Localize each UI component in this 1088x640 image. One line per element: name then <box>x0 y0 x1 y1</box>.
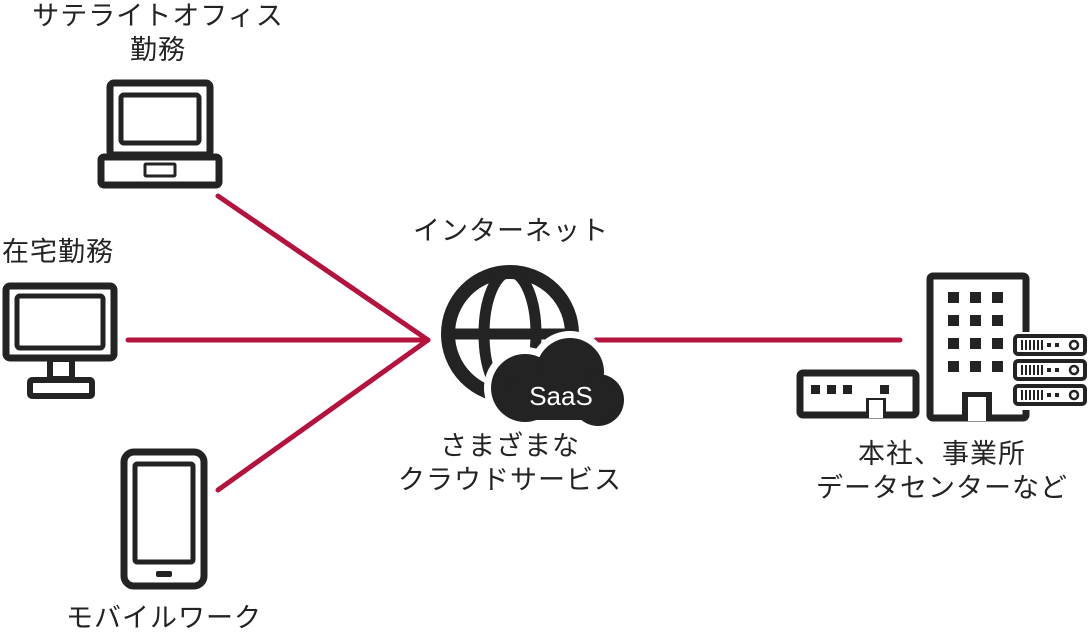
headquarters-label: 本社、事業所 データセンターなど <box>800 438 1084 506</box>
headquarters-label-line1: 本社、事業所 <box>858 439 1026 470</box>
saas-label: SaaS <box>529 381 593 411</box>
mobile-work-label: モバイルワーク <box>46 602 282 636</box>
headquarters-label-line2: データセンターなど <box>816 473 1068 504</box>
satellite-office-label-line2: 勤務 <box>130 35 186 66</box>
internet-label-text: インターネット <box>413 216 609 247</box>
home-office-label: 在宅勤務 <box>2 236 114 270</box>
saas-cloud-icon: SaaS <box>484 331 631 433</box>
satellite-office-label-line1: サテライトオフィス <box>32 1 284 32</box>
cloud-services-caption-line1: さまざまな <box>440 431 580 462</box>
connector-satellite-to-internet <box>215 193 431 343</box>
buildings-servers-icon <box>796 272 1087 422</box>
connector-mobile-to-internet <box>215 337 431 493</box>
internet-label: インターネット <box>396 215 626 249</box>
home-office-label-text: 在宅勤務 <box>2 237 114 268</box>
mobile-work-label-text: モバイルワーク <box>66 603 262 634</box>
connector-lines <box>125 193 903 493</box>
satellite-office-label: サテライトオフィス 勤務 <box>8 0 308 68</box>
server-rack-icon <box>1012 332 1087 410</box>
cloud-services-caption-line2: クラウドサービス <box>398 465 622 496</box>
desktop-monitor-icon <box>2 282 118 399</box>
smartphone-icon <box>120 448 208 590</box>
cloud-services-caption: さまざまな クラウドサービス <box>380 430 640 498</box>
laptop-icon <box>97 79 223 189</box>
